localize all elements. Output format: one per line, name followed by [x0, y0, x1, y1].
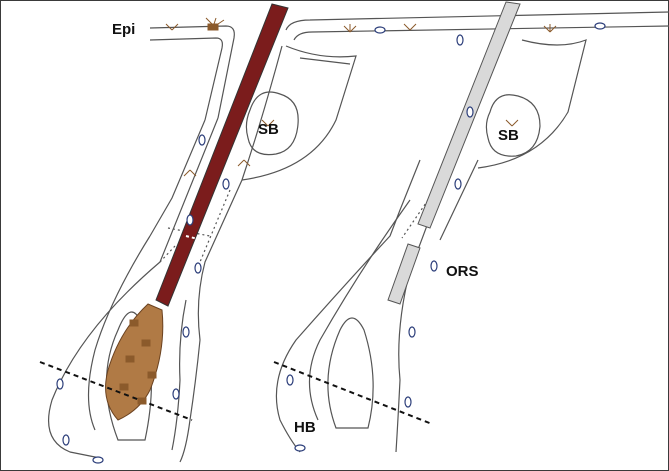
- label-sb-left: SB: [258, 121, 279, 138]
- section-line-right: [273, 361, 433, 425]
- pigmented-hair-shaft: [155, 3, 289, 307]
- follicle-right: [275, 35, 587, 453]
- label-ors: ORS: [446, 263, 479, 280]
- nucleus-icon: [56, 22, 606, 464]
- label-hb: HB: [294, 419, 316, 436]
- unpigmented-hair-lower: [387, 243, 421, 305]
- section-line-left: [39, 361, 193, 421]
- melanocyte-icon: [119, 17, 557, 405]
- label-sb-right: SB: [498, 127, 519, 144]
- label-epi: Epi: [112, 21, 135, 38]
